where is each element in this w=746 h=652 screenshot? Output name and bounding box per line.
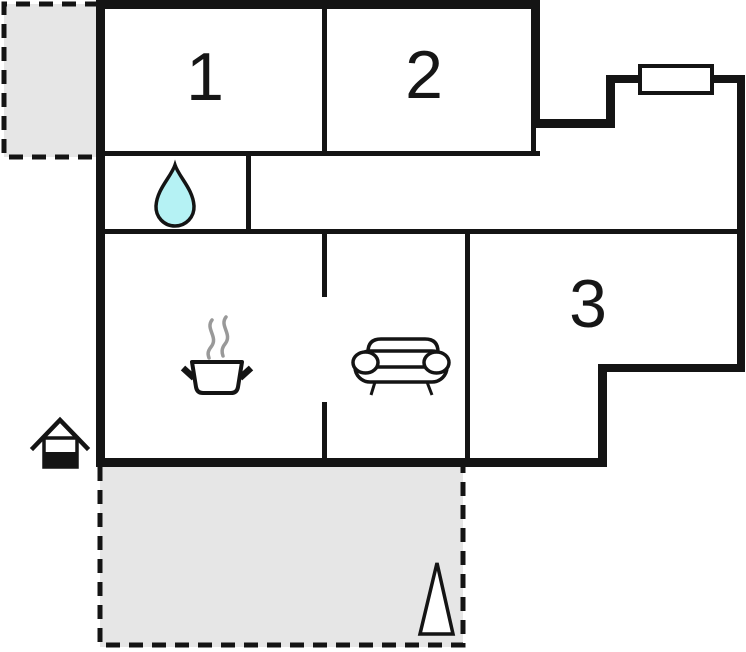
wall-notch-horizontal [598,364,745,372]
house-roof [29,416,91,452]
wall-kitchen-divider-upper [322,231,327,297]
sofa-leg-right [425,381,434,396]
wall-right [737,75,745,372]
terrace-bottom-area [100,465,463,647]
room-1-label: 1 [186,39,224,115]
sofa-leg-left [369,381,377,396]
wall-room2-right [531,0,540,128]
wall-step-vertical [606,75,615,128]
terrace-top-left [1,1,99,160]
tree-icon [417,562,456,636]
interior-walls [96,0,741,463]
wall-notch-vertical [598,364,607,467]
steam-icon [206,318,216,360]
wall-bottom [96,458,607,467]
pot-handle-right [237,365,254,381]
terrace-top-left-area [4,4,96,157]
wall-room1-room2-divider [322,0,327,156]
sofa-armrest-right [422,350,451,375]
wall-room2-right-lower [531,128,536,156]
window-icon [638,64,714,95]
pot-body [190,360,244,395]
room-2-label: 2 [405,37,443,113]
wall-hallway-bottom [96,229,741,234]
water-drop-icon [154,159,196,228]
sofa-icon [351,337,451,396]
wall-kitchen-divider-lower [322,402,327,463]
terrace-top-left-dashed-border [1,1,99,160]
pot-handle-left [180,365,197,381]
steam-icon [220,315,230,358]
house-door [45,452,76,466]
wall-bathroom-right [246,155,251,234]
cooking-pot-icon [180,315,254,395]
wall-bedrooms-bottom [96,151,540,156]
wall-room3-left [465,231,470,463]
room-3-label: 3 [569,266,607,342]
terrace-bottom-dashed-border [97,467,466,648]
terrace-bottom [97,465,466,648]
wall-step-horizontal [531,119,615,128]
sofa-armrest-left [351,350,380,375]
house-entrance-icon [29,416,91,469]
wall-top [96,0,540,9]
